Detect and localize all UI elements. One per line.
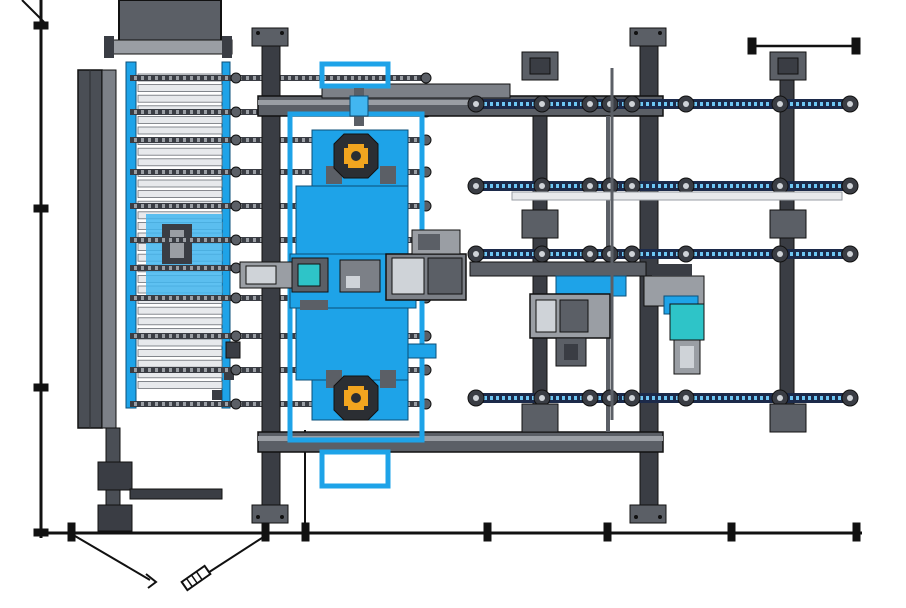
chain-conveyor	[467, 245, 859, 263]
roller-slat	[137, 179, 223, 188]
roller-slat	[137, 338, 223, 347]
mounting-plates	[521, 51, 807, 433]
roller-slat	[137, 380, 223, 389]
main-gantry	[251, 27, 795, 524]
blue-transfer-carriage	[239, 61, 647, 489]
roller-slat	[137, 317, 223, 326]
roller-slat	[137, 147, 223, 156]
roller-slat	[137, 306, 223, 315]
roller-slat	[137, 359, 223, 368]
roller-slat	[137, 158, 223, 167]
chain-conveyor	[467, 389, 859, 407]
roller-slat	[137, 94, 223, 103]
roller-slat	[137, 190, 223, 199]
chain-conveyor	[467, 95, 859, 113]
chain-conveyor	[467, 177, 859, 195]
left-stacker	[77, 0, 241, 532]
roller-slat	[137, 126, 223, 135]
chain-conveyors	[467, 95, 859, 407]
roller-slat	[137, 349, 223, 358]
roller-slat	[137, 84, 223, 92]
guide-strips	[511, 68, 843, 420]
roller-slat	[137, 116, 223, 124]
drive-motor-unit	[529, 264, 705, 375]
